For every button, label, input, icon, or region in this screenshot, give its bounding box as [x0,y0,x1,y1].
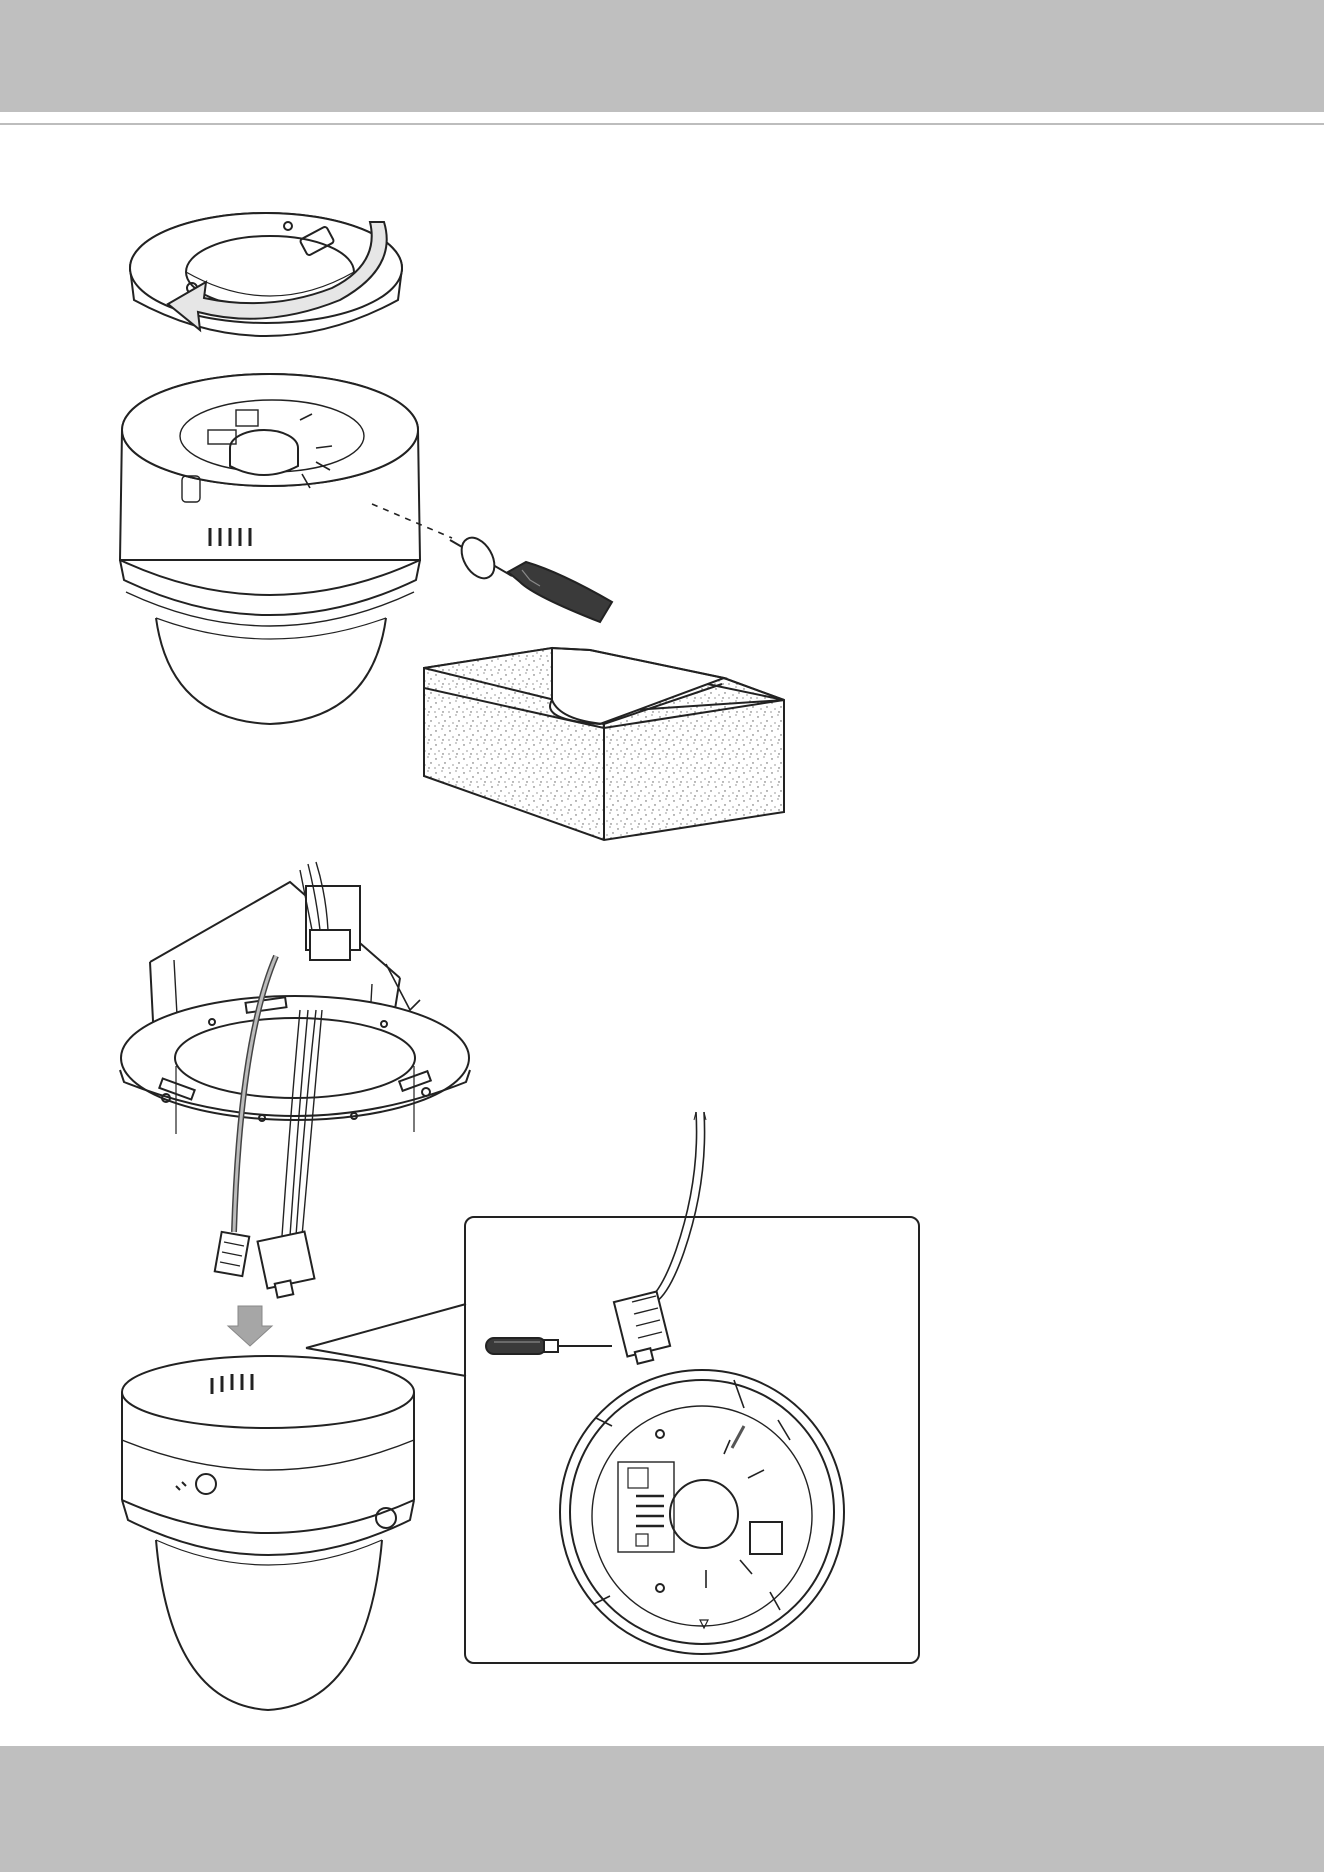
screwdriver-icon [450,532,612,622]
ceiling-mount-bracket-icon [120,882,470,1134]
dome-camera-icon [122,1356,414,1710]
foam-block-icon [424,648,784,840]
camera-base-board-icon [560,1370,844,1654]
down-arrow-icon [228,1306,272,1346]
dome-camera-icon [120,374,420,724]
screwdriver-icon [486,1338,612,1354]
connect-cables-step [120,862,470,1710]
remove-cover-step [120,213,784,840]
terminal-block-icon [614,1292,670,1364]
terminal-wiring-detail [486,1112,844,1654]
terminal-block-icon [258,1232,315,1298]
page-footer-band [0,1746,1324,1872]
